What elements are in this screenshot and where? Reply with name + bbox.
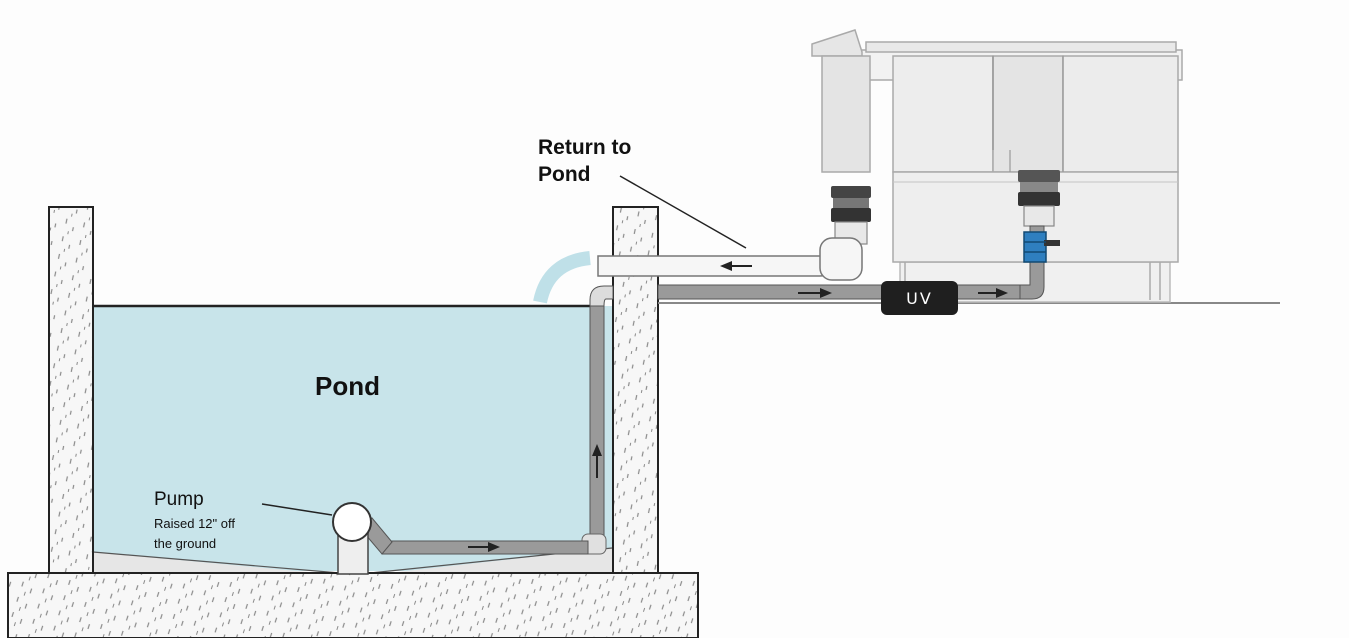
uv-badge: UV bbox=[881, 281, 958, 315]
pump-leader-line bbox=[261, 503, 333, 516]
flow-arrow-uv-out bbox=[978, 288, 1008, 298]
return-label-line1: Return to bbox=[538, 136, 632, 159]
valve-icon bbox=[1023, 231, 1060, 263]
pump-note-line1: Raised 12" off bbox=[154, 516, 235, 531]
outlet-fitting bbox=[831, 186, 871, 245]
pump-note-line2: the ground bbox=[154, 536, 217, 551]
return-to-pond-label: Return to Pond bbox=[538, 134, 631, 188]
pond-label: Pond bbox=[315, 371, 380, 401]
pump-icon bbox=[332, 502, 372, 575]
return-pipe bbox=[597, 237, 863, 281]
ground-slab bbox=[7, 572, 699, 638]
floor-line-left bbox=[92, 551, 341, 574]
inlet-fitting bbox=[1018, 170, 1060, 227]
return-label-line2: Pond bbox=[538, 163, 591, 186]
left-wall bbox=[48, 206, 94, 574]
flow-arrow-pump-out bbox=[468, 542, 500, 552]
flow-arrow-return bbox=[720, 261, 752, 271]
pump-note: Raised 12" off the ground bbox=[154, 514, 235, 554]
pump-label: Pump bbox=[154, 489, 204, 510]
return-leader-line bbox=[619, 175, 747, 249]
flow-arrow-riser bbox=[592, 444, 602, 478]
flow-arrow-feed bbox=[798, 288, 832, 298]
return-splash bbox=[533, 251, 591, 304]
